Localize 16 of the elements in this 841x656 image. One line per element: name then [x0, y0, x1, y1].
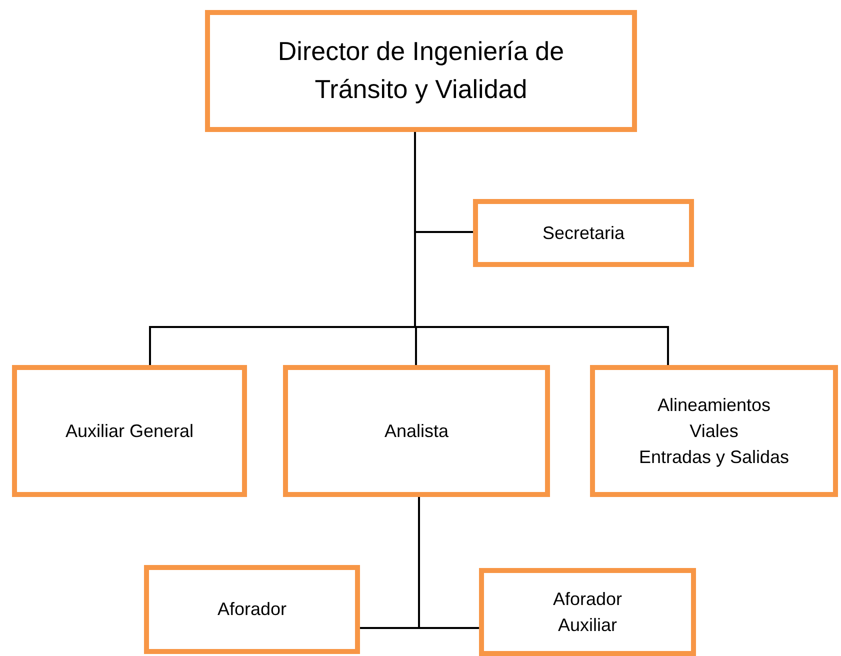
role-label: Aforador: [217, 598, 287, 622]
org-box: [205, 10, 637, 132]
org-box: [590, 365, 838, 497]
org-box: [12, 365, 247, 497]
role-label: Secretaria: [542, 222, 625, 245]
org-box: [473, 199, 694, 267]
role-label: Director de Ingeniería de Tránsito y Vialidad: [276, 35, 566, 106]
org-box: [144, 565, 360, 654]
role-label: Aforador Auxiliar: [552, 588, 624, 637]
org-box: [479, 568, 696, 656]
role-label: Alineamientos Viales: [656, 394, 772, 443]
role-label: Analista: [384, 420, 449, 443]
role-label: Auxiliar General: [65, 420, 194, 443]
org-box: [283, 365, 550, 497]
role-label: Entradas y Salidas: [638, 446, 790, 470]
connector-line: [418, 497, 479, 629]
